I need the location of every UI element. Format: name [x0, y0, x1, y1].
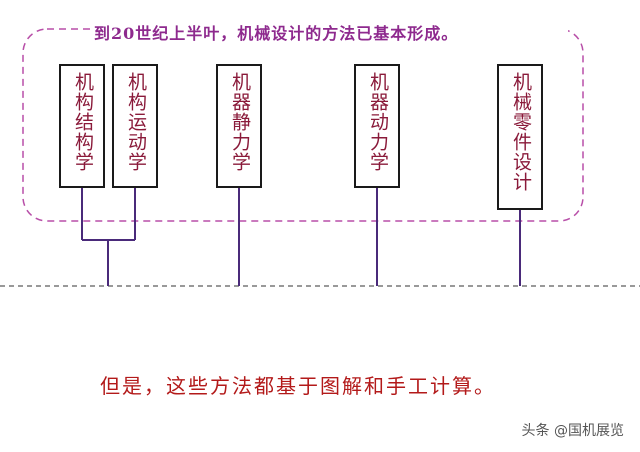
branch-label: 机器静力学	[228, 72, 251, 172]
branch-label: 机构结构学	[71, 72, 94, 172]
bottom-caption: 但是，这些方法都基于图解和手工计算。	[100, 374, 496, 398]
branch-label: 机器动力学	[366, 72, 389, 172]
top-caption: 到20世纪上半叶，机械设计的方法已基本形成。	[90, 20, 568, 44]
branch-box-mechanism-structure: 机构结构学	[59, 64, 105, 188]
branch-box-mechanism-kinematics: 机构运动学	[112, 64, 158, 188]
branch-label: 机构运动学	[124, 72, 147, 172]
branch-box-machine-dynamics: 机器动力学	[354, 64, 400, 188]
branch-box-machine-parts-design: 机械零件设计	[497, 64, 543, 210]
branch-box-machine-statics: 机器静力学	[216, 64, 262, 188]
watermark: 头条 @国机展览	[521, 423, 624, 439]
branch-label: 机械零件设计	[509, 72, 532, 192]
